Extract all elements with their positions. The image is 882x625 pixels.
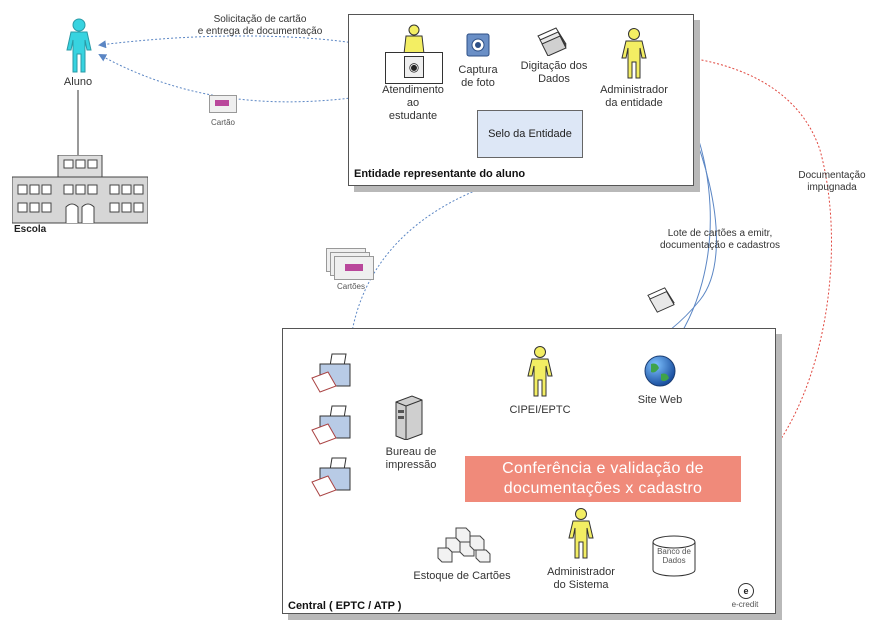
digitacao-label: Digitação dos Dados	[520, 60, 588, 85]
aluno-label: Aluno	[63, 76, 93, 88]
atendimento-label: Atendimento ao estudante	[382, 84, 444, 122]
estoque-label: Estoque de Cartões	[413, 570, 511, 582]
cipei-label: CIPEI/EPTC	[509, 404, 571, 416]
atendimento-id-icon: ◉	[404, 56, 424, 78]
cipei-actor-icon	[527, 346, 553, 397]
ecredit-logo-icon: e	[738, 583, 754, 599]
cartoes-arrow	[349, 183, 492, 346]
admin-entidade-label: Administrador da entidade	[600, 84, 668, 109]
site-web-label: Site Web	[637, 394, 683, 406]
solicitacao-label: Solicitação de cartão e entrega de docum…	[197, 14, 323, 37]
database-cylinder-icon	[652, 535, 696, 577]
ecredit-label: e-credit	[731, 600, 759, 609]
selo-entidade-box: Selo da Entidade	[477, 110, 583, 158]
cartao-label: Cartão	[210, 118, 235, 127]
cartoes-stack-icon	[326, 248, 374, 280]
lote-label: Lote de cartões a emitr, documentação e …	[659, 228, 781, 251]
admin-entidade-actor-icon	[621, 28, 647, 79]
captura-label: Captura de foto	[458, 64, 498, 89]
admin-sistema-label: Administrador do Sistema	[547, 566, 615, 591]
impugnada-label: Documentação impugnada	[798, 170, 866, 193]
bureau-label: Bureau de impressão	[385, 446, 437, 471]
document-stack-icon	[537, 27, 567, 56]
lote-documents-icon	[647, 287, 675, 313]
aluno-actor-icon	[66, 18, 92, 73]
card-stock-blocks-icon	[437, 527, 491, 563]
globe-icon	[644, 355, 676, 387]
cartao-icon	[209, 95, 237, 113]
central-title: Central ( EPTC / ATP )	[288, 600, 402, 612]
conferencia-box: Conferência e validação de documentações…	[465, 456, 741, 502]
camera-icon	[466, 33, 490, 57]
server-tower-icon	[395, 395, 423, 440]
admin-sistema-actor-icon	[568, 508, 594, 559]
entidade-title: Entidade representante do aluno	[354, 168, 526, 180]
atendimento-desk-icon	[385, 52, 443, 84]
printer-icon-3	[311, 457, 351, 497]
solicitacao-arrow	[98, 35, 393, 51]
escola-building-icon	[12, 155, 148, 224]
banco-label: Banco de Dados	[657, 547, 691, 565]
escola-label: Escola	[14, 224, 47, 235]
printer-icon-2	[311, 405, 351, 445]
atendimento-person-icon	[403, 24, 425, 55]
cartoes-label: Cartões	[336, 282, 365, 291]
printer-icon-1	[311, 353, 351, 393]
